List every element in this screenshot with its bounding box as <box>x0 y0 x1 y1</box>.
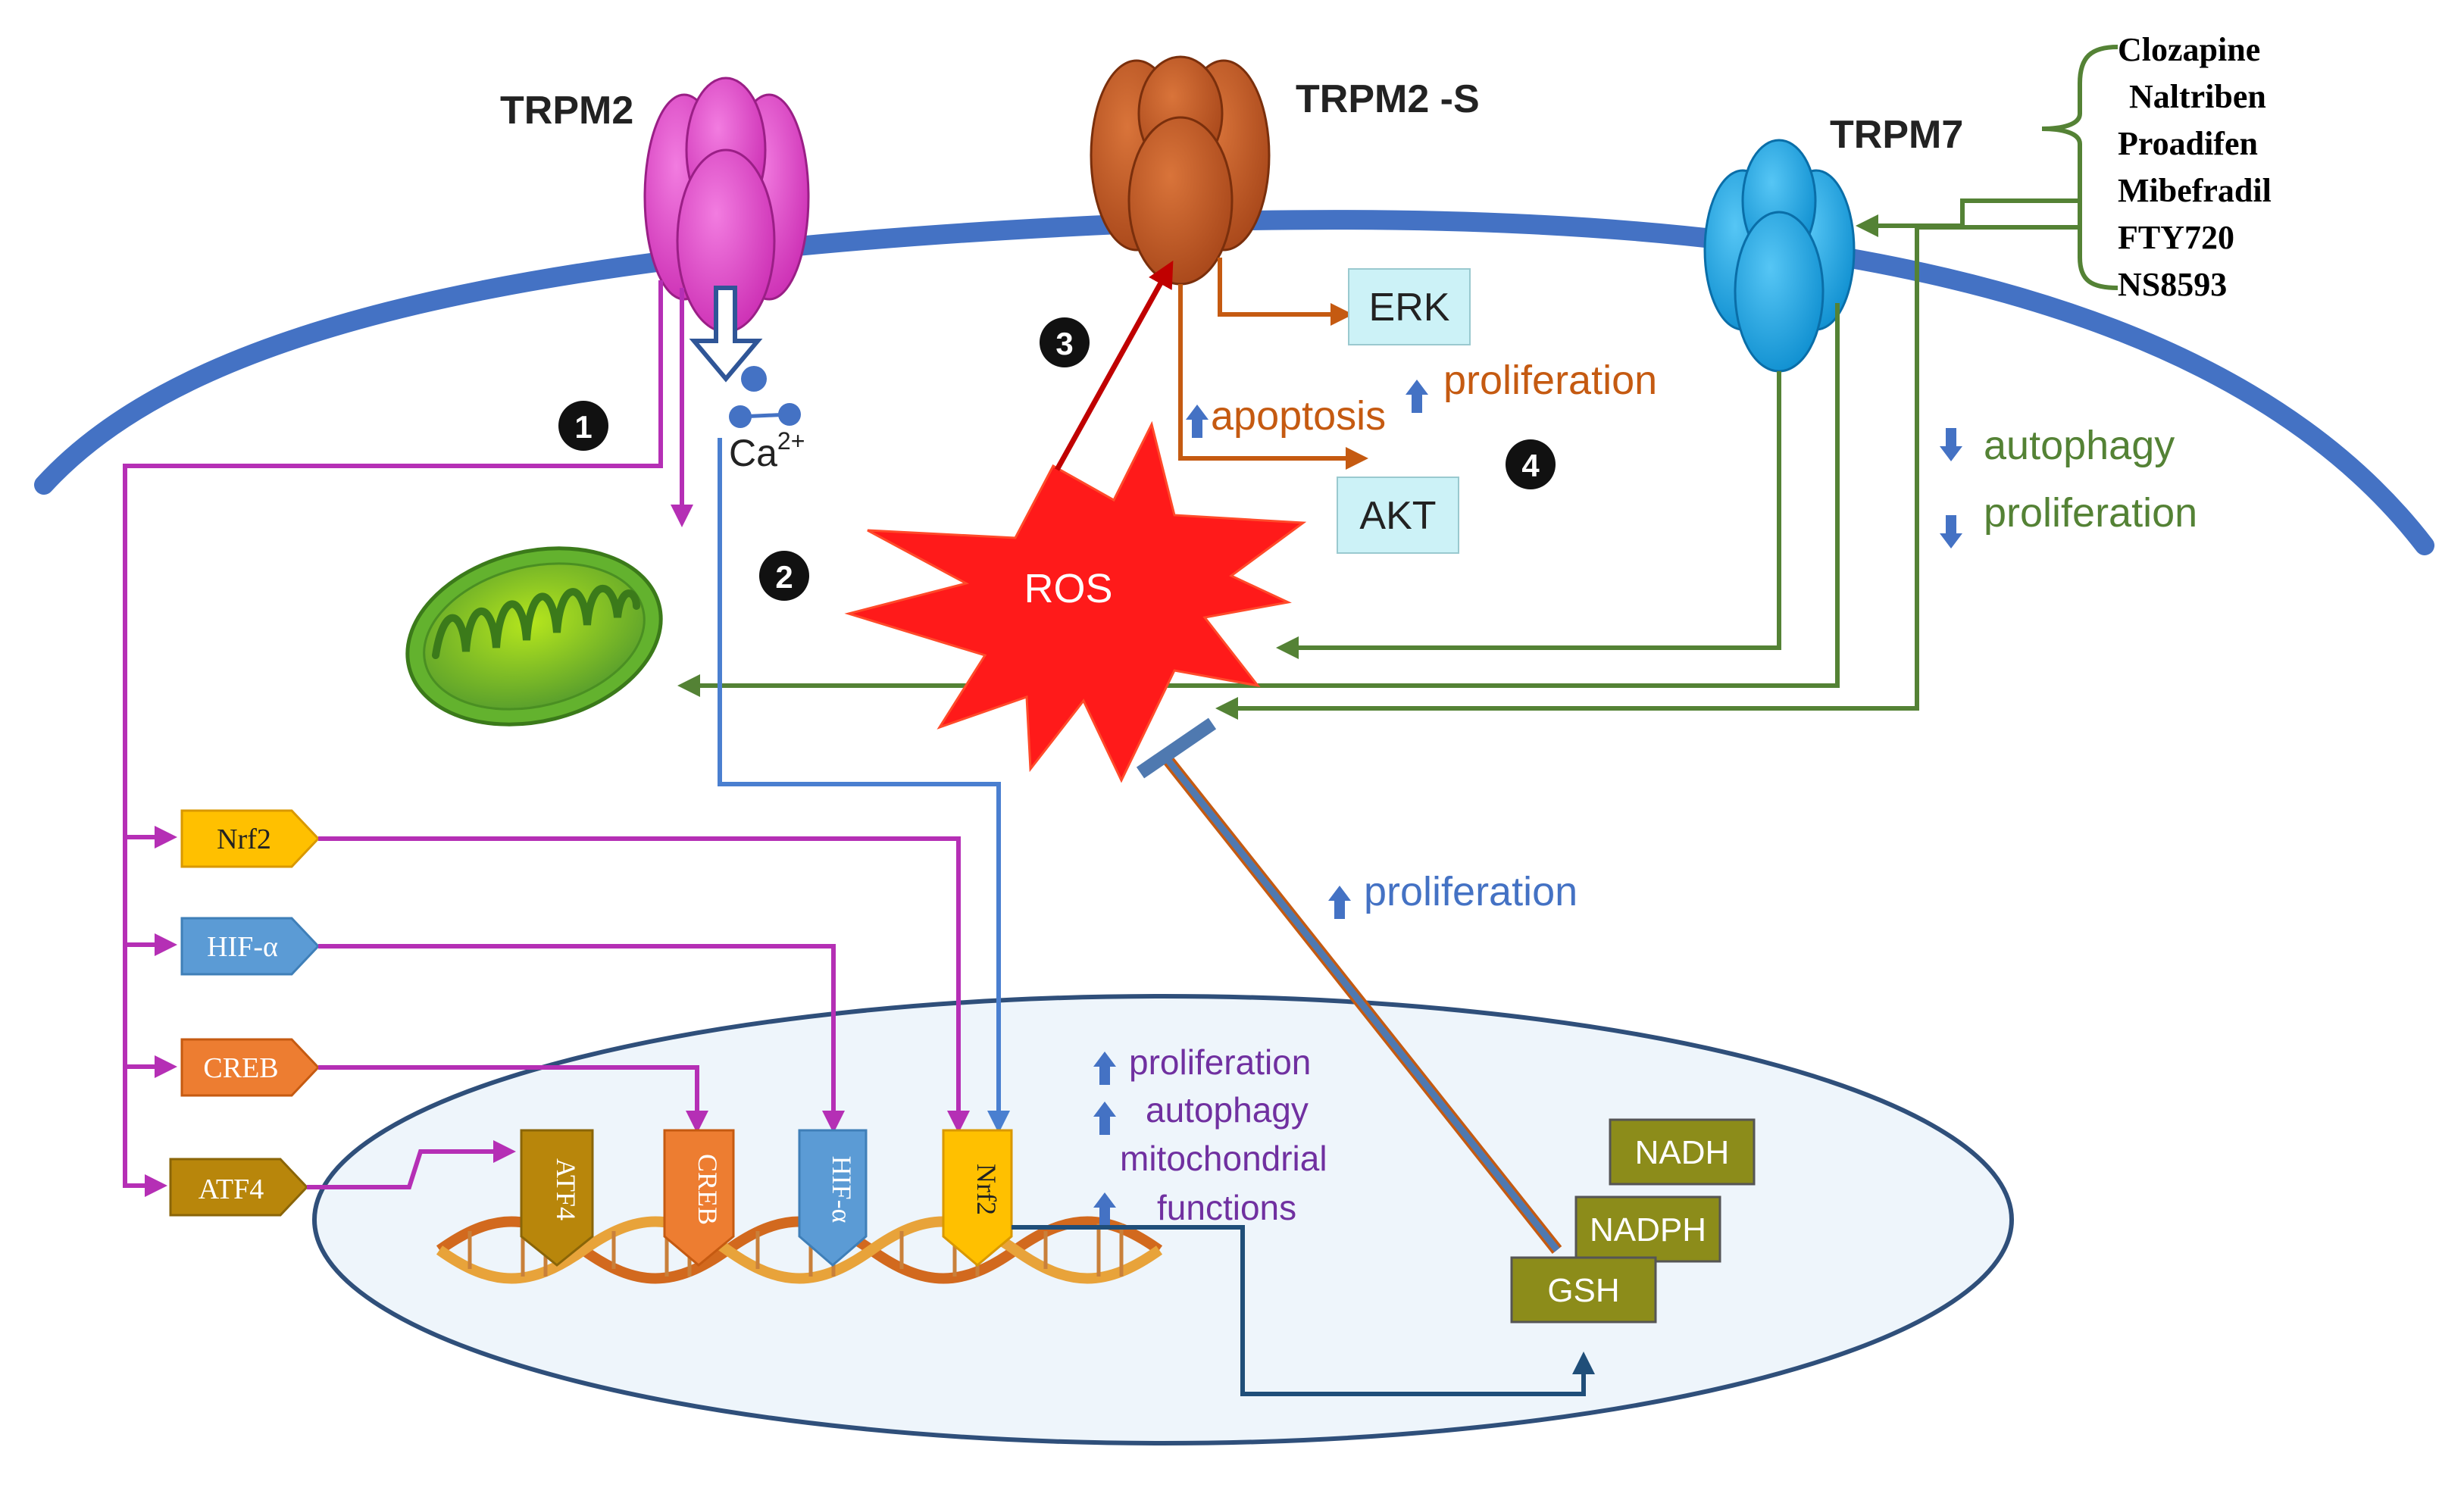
nrf2-to-gsh-arrow <box>1012 1225 1595 1396</box>
nrf2-to-nucleus-arrow <box>318 836 970 1133</box>
step-2-marker: 2 <box>759 551 809 601</box>
trpm7-channel <box>1703 139 1856 373</box>
trpm2s-to-erk-arrow <box>1218 258 1353 326</box>
tf-creb-cytoplasm: CREB <box>180 1038 321 1097</box>
tf-hif-cytoplasm: HIF-α <box>180 917 321 976</box>
step-1-marker: 1 <box>558 401 608 451</box>
trpm2s-label: TRPM2 -S <box>1296 77 1480 121</box>
trpm7-to-mito-arrow <box>677 303 1840 697</box>
inhibitor-3: Proadifen <box>2118 125 2258 162</box>
akt-label: AKT <box>1359 494 1436 538</box>
calcium-influx-arrow <box>689 286 763 383</box>
tf-atf4-dna: ATF4 <box>520 1129 594 1267</box>
svg-text:HIF-α: HIF-α <box>827 1156 857 1224</box>
nadph-box <box>1574 1195 1721 1263</box>
svg-text:Nrf2: Nrf2 <box>971 1164 1002 1215</box>
nadh-box <box>1609 1118 1756 1186</box>
trpm7-proliferation: proliferation <box>1984 490 2197 536</box>
nadph-label: NADPH <box>1590 1211 1706 1249</box>
hif-to-nucleus-arrow <box>318 944 845 1133</box>
inhibitor-1: Clozapine <box>2118 31 2260 68</box>
svg-text:Nrf2: Nrf2 <box>217 824 271 855</box>
inhibitor-2: Naltriben <box>2129 78 2266 115</box>
erk-label: ERK <box>1369 286 1450 330</box>
trpm2-tf-trunk <box>123 280 663 1197</box>
nucleus-effect-mitochondrial: mitochondrial <box>1120 1139 1327 1178</box>
tf-creb-dna: CREB <box>663 1129 735 1267</box>
tf-nrf2-dna: Nrf2 <box>942 1129 1013 1267</box>
gsh-proliferation-up-icon <box>1328 886 1351 919</box>
svg-text:2: 2 <box>775 559 793 595</box>
inhibitor-5: FTY720 <box>2118 219 2234 256</box>
calcium-label: Ca2+ <box>729 427 805 474</box>
svg-text:3: 3 <box>1055 326 1073 361</box>
svg-text:ATF4: ATF4 <box>551 1158 581 1220</box>
calcium-ion-link <box>740 412 790 419</box>
gsh-box <box>1510 1256 1657 1324</box>
gsh-inhibition-bar <box>1136 717 1217 779</box>
trpm2-channel <box>643 77 810 333</box>
tf-hif-dna: HIF-α <box>798 1129 868 1267</box>
nucleus-effect-functions: functions <box>1157 1188 1296 1227</box>
nucleus <box>312 994 2014 1445</box>
step-3-marker: 3 <box>1040 317 1090 367</box>
svg-text:4: 4 <box>1521 448 1540 483</box>
inhibitor-bracket <box>2041 45 2118 290</box>
creb-to-nucleus-arrow <box>318 1065 708 1133</box>
trpm2s-apoptosis: apoptosis <box>1211 393 1386 439</box>
trpm7-label: TRPM7 <box>1830 113 1963 157</box>
nucleus-effect-autophagy: autophagy <box>1146 1090 1309 1130</box>
apoptosis-up-icon <box>1186 405 1209 438</box>
tf-nrf2-cytoplasm: Nrf2 <box>180 809 321 868</box>
inhibitor-6: NS8593 <box>2118 266 2227 303</box>
atf4-to-nucleus-arrow <box>307 1140 516 1189</box>
trpm2s-channel <box>1090 55 1271 286</box>
trpm7-to-ros-arrow <box>1276 371 1781 659</box>
tf-atf4-cytoplasm: ATF4 <box>169 1158 309 1217</box>
inhibitor-4: Mibefradil <box>2118 172 2272 209</box>
trpm7-inhibitors: Clozapine Naltriben Proadifen Mibefradil… <box>2118 31 2272 303</box>
trpm2s-to-akt-arrow <box>1178 284 1368 470</box>
akt-box <box>1337 477 1459 554</box>
trpm2s-proliferation: proliferation <box>1443 358 1657 403</box>
ros-burst <box>844 420 1307 783</box>
svg-text:HIF-α: HIF-α <box>207 931 278 963</box>
svg-text:1: 1 <box>574 409 592 445</box>
calcium-to-nrf2-arrow <box>718 438 1010 1133</box>
gsh-label: GSH <box>1547 1272 1619 1309</box>
trpm7-autophagy: autophagy <box>1984 423 2175 468</box>
step-4-marker: 4 <box>1506 439 1556 489</box>
calcium-ion-1 <box>741 366 767 392</box>
trpm2s-proliferation-up-icon <box>1406 380 1428 413</box>
svg-text:CREB: CREB <box>693 1154 723 1225</box>
ros-to-trpm2s-arrow <box>1054 260 1174 471</box>
inhibitor-arrow-trpm7 <box>1856 198 2080 237</box>
nucleus-effect-proliferation: proliferation <box>1129 1042 1311 1082</box>
trpm2-label: TRPM2 <box>500 89 633 133</box>
erk-box <box>1348 268 1471 345</box>
inhibitor-line-ros <box>1215 225 2080 720</box>
gsh-proliferation: proliferation <box>1364 869 1578 914</box>
proliferation-down-icon <box>1940 515 1962 548</box>
mitochondrion <box>405 546 663 727</box>
svg-text:CREB: CREB <box>203 1052 278 1084</box>
autophagy-down-icon <box>1940 428 1962 461</box>
svg-text:ATF4: ATF4 <box>199 1174 264 1205</box>
nadh-label: NADH <box>1635 1134 1730 1171</box>
gsh-inhibits-ros-line-inner <box>1160 752 1560 1252</box>
ros-label: ROS <box>1024 566 1112 611</box>
